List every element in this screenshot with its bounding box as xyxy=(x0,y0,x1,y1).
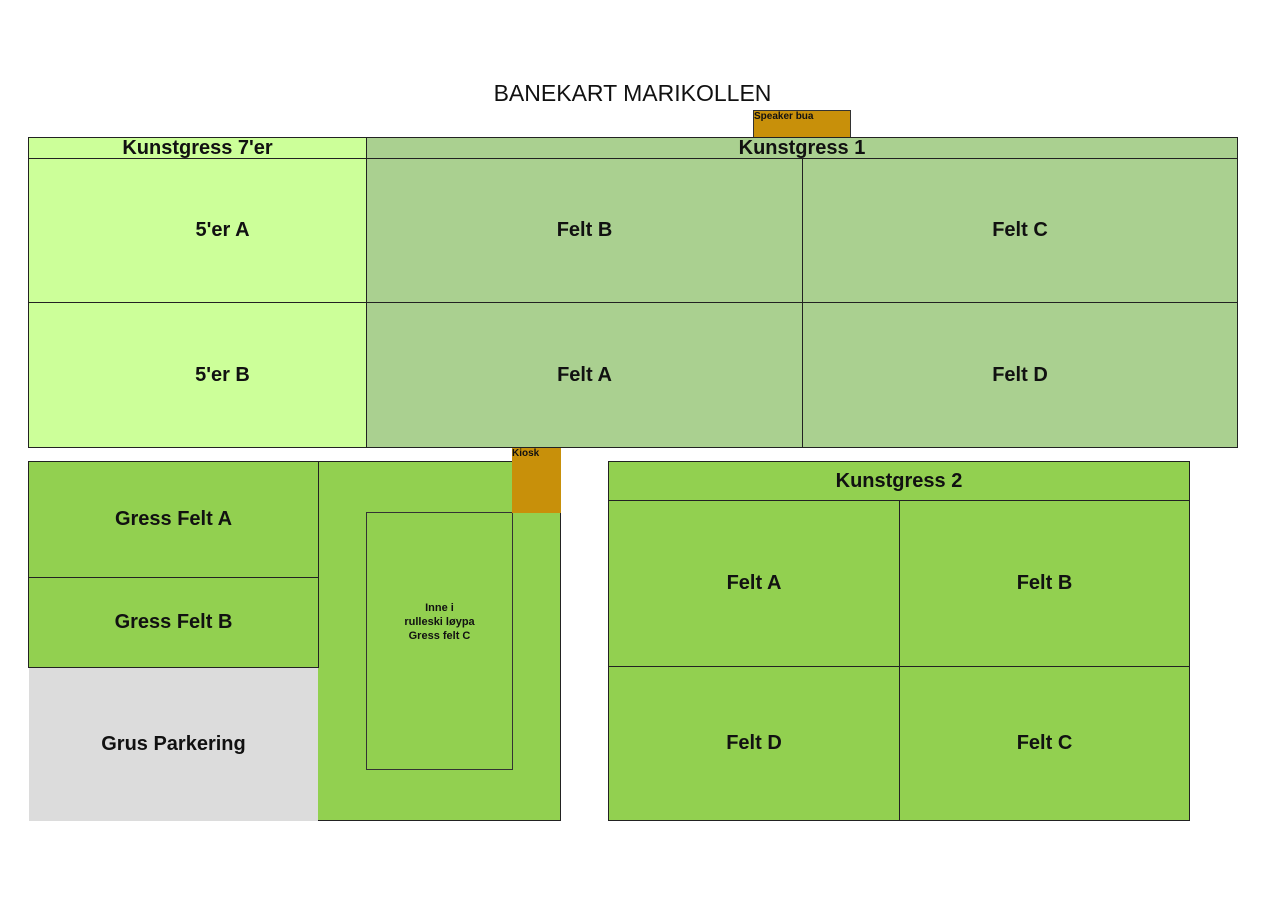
kunstgress-2-header-label: Kunstgress 2 xyxy=(835,469,963,492)
speaker-hut: Speaker bua xyxy=(753,110,851,138)
kunstgress-1-header: Kunstgress 1 xyxy=(366,137,1238,159)
k2-felt-a[interactable]: Felt A xyxy=(608,500,900,667)
gress-felt-a[interactable]: Gress Felt A xyxy=(28,461,319,578)
k1-felt-d-label: Felt D xyxy=(992,363,1048,386)
k2-felt-c[interactable]: Felt C xyxy=(899,666,1190,821)
map-title: BANEKART MARIKOLLEN xyxy=(493,80,772,106)
k2-felt-d[interactable]: Felt D xyxy=(608,666,900,821)
speaker-hut-label: Speaker bua xyxy=(754,111,814,122)
gress-felt-c-line2: rulleski løypa xyxy=(404,616,475,628)
field-5er-a[interactable]: 5'er A xyxy=(28,158,367,303)
kunstgress-7er-header: Kunstgress 7'er xyxy=(28,137,367,159)
gress-felt-c-line3: Gress felt C xyxy=(408,630,471,642)
k2-felt-a-label: Felt A xyxy=(726,572,782,594)
gress-felt-b-label: Gress Felt B xyxy=(114,611,233,633)
k2-felt-c-label: Felt C xyxy=(1016,732,1073,754)
field-5er-b[interactable]: 5'er B xyxy=(28,302,367,448)
kiosk-label: Kiosk xyxy=(512,448,540,459)
field-5er-a-label: 5'er A xyxy=(195,219,250,241)
k1-felt-d[interactable]: Felt D xyxy=(802,302,1238,448)
k2-felt-d-label: Felt D xyxy=(726,732,782,754)
kunstgress-2-header: Kunstgress 2 xyxy=(608,461,1190,501)
k1-felt-a-label: Felt A xyxy=(557,363,612,386)
kunstgress-1-header-label: Kunstgress 1 xyxy=(738,136,866,159)
k2-felt-b[interactable]: Felt B xyxy=(899,500,1190,667)
k1-felt-a[interactable]: Felt A xyxy=(366,302,803,448)
gress-felt-a-label: Gress Felt A xyxy=(114,508,233,530)
grus-parkering-label: Grus Parkering xyxy=(101,733,246,755)
grus-parkering[interactable]: Grus Parkering xyxy=(29,668,318,821)
gress-felt-b[interactable]: Gress Felt B xyxy=(28,577,319,668)
gress-felt-c[interactable]: Inne i rulleski løypa Gress felt C xyxy=(366,512,513,770)
k1-felt-c[interactable]: Felt C xyxy=(802,158,1238,303)
k2-felt-b-label: Felt B xyxy=(1016,572,1073,594)
field-5er-b-label: 5'er B xyxy=(195,363,250,386)
k1-felt-b[interactable]: Felt B xyxy=(366,158,803,303)
kiosk: Kiosk xyxy=(512,448,561,513)
k1-felt-b-label: Felt B xyxy=(556,219,613,241)
gress-felt-c-line1: Inne i xyxy=(425,602,454,614)
kunstgress-7er-header-label: Kunstgress 7'er xyxy=(122,136,273,159)
k1-felt-c-label: Felt C xyxy=(992,219,1048,241)
